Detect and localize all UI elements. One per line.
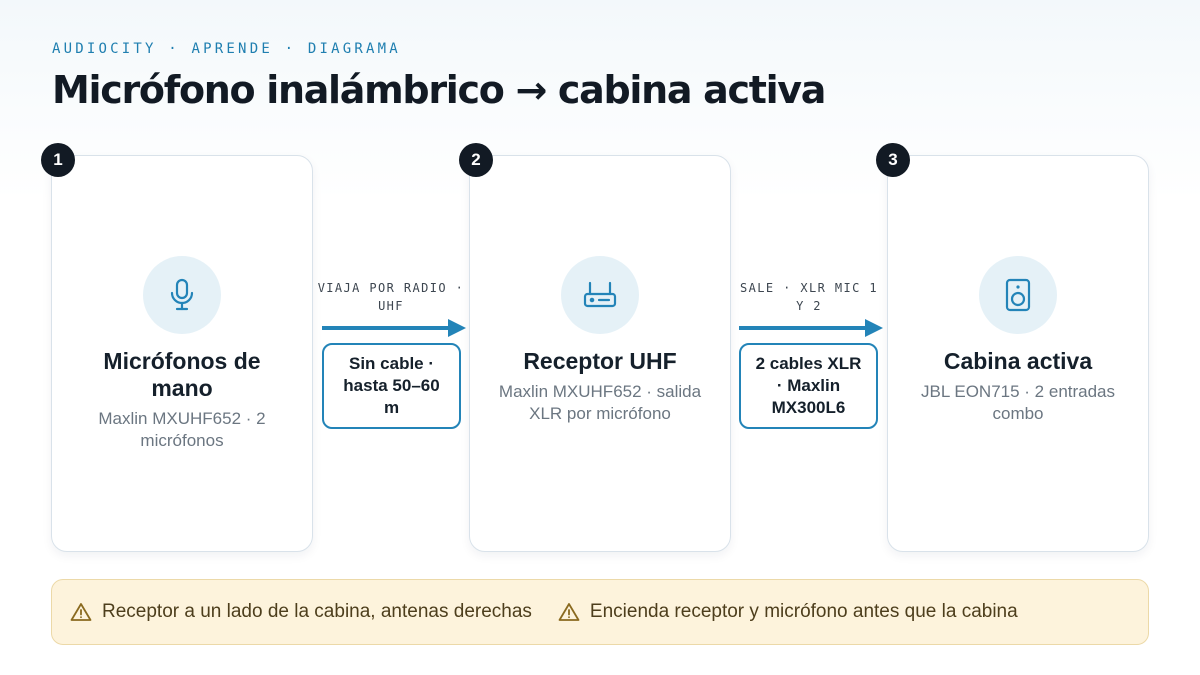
arrow-right-icon [322, 319, 466, 337]
warning-icon [558, 603, 580, 621]
note-item: Encienda receptor y micrófono antes que … [558, 601, 1018, 623]
step-content: Micrófonos de mano Maxlin MXUHF652 · 2 m… [52, 256, 312, 452]
receiver-icon [583, 281, 617, 308]
connection-detail: 2 cables XLR · Maxlin MX300L6 [739, 343, 878, 429]
note-item: Receptor a un lado de la cabina, antenas… [70, 601, 532, 623]
eyebrow: AUDIOCITY · APRENDE · DIAGRAMA [52, 41, 401, 57]
step-subtitle: JBL EON715 · 2 entradas combo [920, 382, 1116, 423]
step-number-badge: 3 [876, 143, 910, 177]
step-card-receiver: Receptor UHF Maxlin MXUHF652 · salida XL… [469, 155, 731, 552]
step-content: Receptor UHF Maxlin MXUHF652 · salida XL… [470, 256, 730, 425]
icon-circle [561, 256, 639, 334]
note-text: Receptor a un lado de la cabina, antenas… [102, 601, 532, 622]
step-number-badge: 2 [459, 143, 493, 177]
page-title: Micrófono inalámbrico → cabina activa [52, 68, 826, 112]
step-number-badge: 1 [41, 143, 75, 177]
connection-label: SALE · XLR MIC 1 Y 2 [740, 281, 878, 313]
step-subtitle: Maxlin MXUHF652 · 2 micrófonos [98, 409, 266, 450]
microphone-icon [170, 278, 194, 311]
step-card-microphone: Micrófonos de mano Maxlin MXUHF652 · 2 m… [51, 155, 313, 552]
note-text: Encienda receptor y micrófono antes que … [589, 601, 1018, 622]
step-card-speaker: Cabina activa JBL EON715 · 2 entradas co… [887, 155, 1149, 552]
connection-label: VIAJA POR RADIO · UHF [317, 281, 465, 313]
connection-detail: Sin cable · hasta 50–60 m [322, 343, 461, 429]
step-title: Micrófonos de mano [103, 348, 261, 401]
icon-circle [143, 256, 221, 334]
step-subtitle: Maxlin MXUHF652 · salida XLR por micrófo… [498, 382, 702, 423]
speaker-icon [1005, 278, 1031, 312]
step-title: Cabina activa [943, 348, 1093, 374]
warning-icon [70, 603, 92, 621]
arrow-right-icon [739, 319, 883, 337]
icon-circle [979, 256, 1057, 334]
step-title: Receptor UHF [523, 348, 677, 374]
step-content: Cabina activa JBL EON715 · 2 entradas co… [888, 256, 1148, 425]
notes-bar: Receptor a un lado de la cabina, antenas… [51, 579, 1149, 645]
